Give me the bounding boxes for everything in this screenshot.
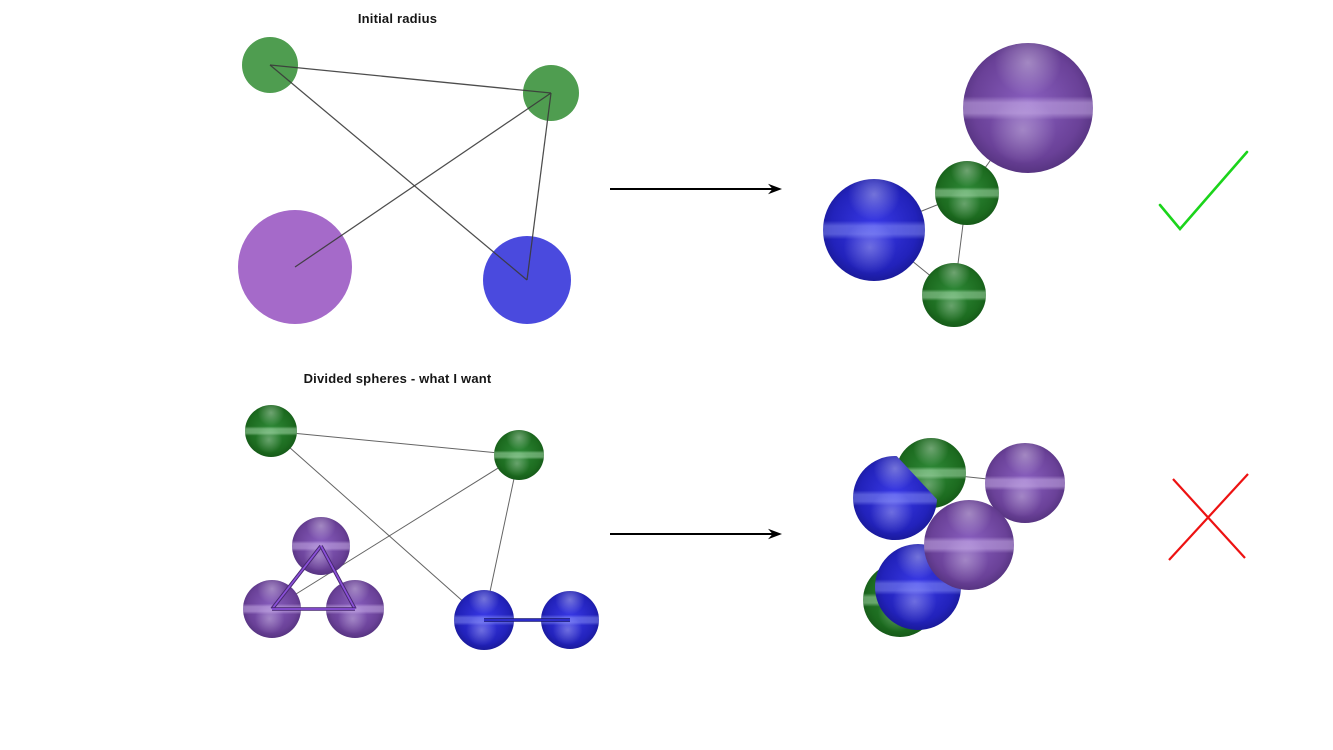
edge-line <box>270 430 520 456</box>
edge-line <box>270 430 485 621</box>
divided-spheres-title: Divided spheres - what I want <box>303 371 492 386</box>
edge-line <box>269 64 552 94</box>
cross-icon <box>1172 478 1246 559</box>
initial-radius-title: Initial radius <box>357 11 438 26</box>
sphere-divided-green-b <box>494 430 544 480</box>
cross-icon <box>1168 473 1249 561</box>
purple-link <box>320 545 356 610</box>
sphere-result1-green-a <box>935 161 999 225</box>
sphere-result1-purple <box>963 43 1093 173</box>
arrow-head <box>768 183 782 195</box>
sphere-result1-blue <box>823 179 925 281</box>
purple-link <box>271 545 322 610</box>
arrow-head <box>768 528 782 540</box>
sphere-result1-green-b <box>922 263 986 327</box>
sphere-divided-green-a <box>245 405 297 457</box>
edge-line <box>271 454 520 610</box>
sphere-result2-purple-center <box>924 500 1014 590</box>
edge-line <box>269 64 528 281</box>
edge-line <box>526 92 552 281</box>
checkmark-icon <box>1158 150 1249 232</box>
edge-line <box>294 92 552 268</box>
sphere-result2-purple-right <box>985 443 1065 523</box>
